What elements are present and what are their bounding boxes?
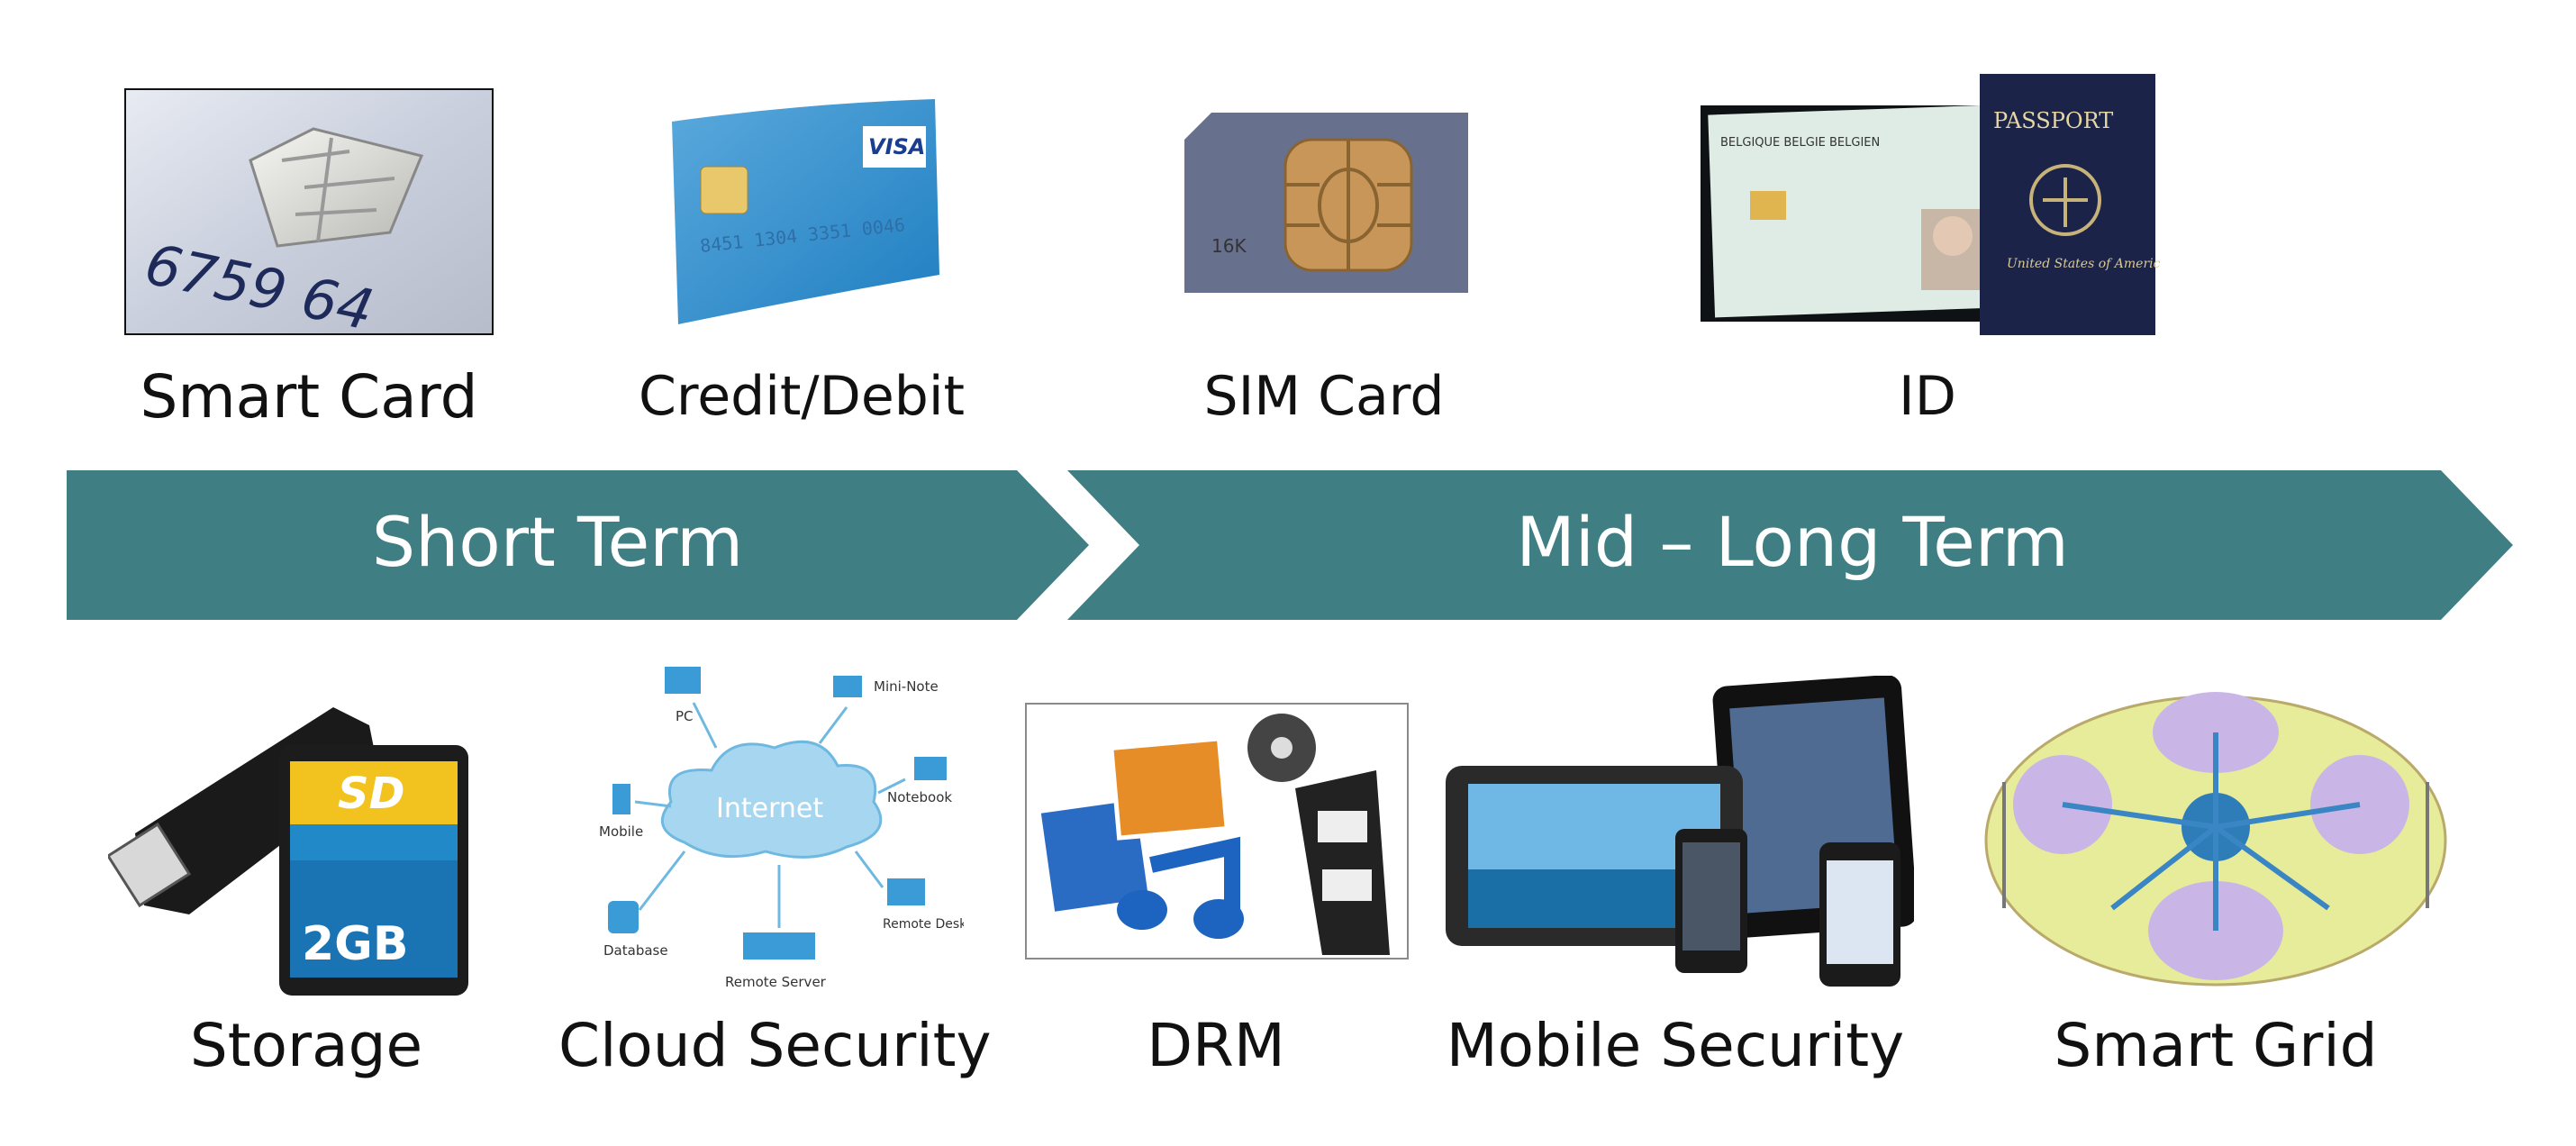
svg-text:Mini-Note: Mini-Note [874, 678, 939, 695]
svg-text:Notebook: Notebook [887, 789, 952, 805]
id-label: ID [1899, 365, 1956, 428]
internet-cloud-label: Internet [716, 793, 823, 824]
svg-text:PASSPORT: PASSPORT [1993, 108, 2113, 133]
mobile-security-image [1441, 676, 1914, 987]
smart-grid-image [1977, 647, 2454, 998]
svg-text:Database: Database [603, 942, 668, 959]
smart-grid-label: Smart Grid [2054, 1011, 2378, 1080]
sim-card-image: 16K [1184, 113, 1473, 297]
short-term-label: Short Term [371, 502, 744, 582]
svg-text:2GB: 2GB [302, 917, 409, 971]
svg-text:PC: PC [676, 708, 694, 724]
mobile-security-label: Mobile Security [1446, 1011, 1905, 1080]
id-passport-image: BELGIQUE BELGIE BELGIEN PASSPORT United … [1701, 74, 2160, 337]
drm-label: DRM [1147, 1011, 1285, 1080]
svg-text:SD: SD [338, 769, 404, 819]
sim-card-label: SIM Card [1203, 365, 1445, 428]
smart-card-image: 6759 64 [124, 88, 494, 335]
credit-card-image: VISA 8451 1304 3351 0046 [665, 95, 944, 329]
short-term-arrow [67, 470, 1093, 620]
svg-text:Remote Desktop: Remote Desktop [883, 917, 964, 932]
credit-debit-label: Credit/Debit [638, 365, 966, 428]
mid-long-term-arrow [1067, 470, 2517, 620]
cloud-security-label: Cloud Security [558, 1011, 992, 1080]
mid-long-term-label: Mid – Long Term [1516, 502, 2069, 582]
svg-text:Remote Server: Remote Server [725, 974, 827, 990]
storage-label: Storage [189, 1011, 423, 1080]
svg-text:16K: 16K [1211, 235, 1247, 257]
cloud-security-image: Internet PC Mini-Note Notebook Remote De… [585, 658, 964, 996]
svg-text:United States of America: United States of America [2007, 257, 2160, 271]
smart-card-label: Smart Card [140, 362, 478, 432]
svg-text:VISA: VISA [868, 134, 925, 159]
svg-text:BELGIQUE BELGIE BELGIEN: BELGIQUE BELGIE BELGIEN [1720, 136, 1880, 150]
svg-text:Mobile: Mobile [599, 823, 643, 840]
storage-image: SD 2GB [108, 698, 486, 997]
drm-image [1025, 703, 1409, 960]
